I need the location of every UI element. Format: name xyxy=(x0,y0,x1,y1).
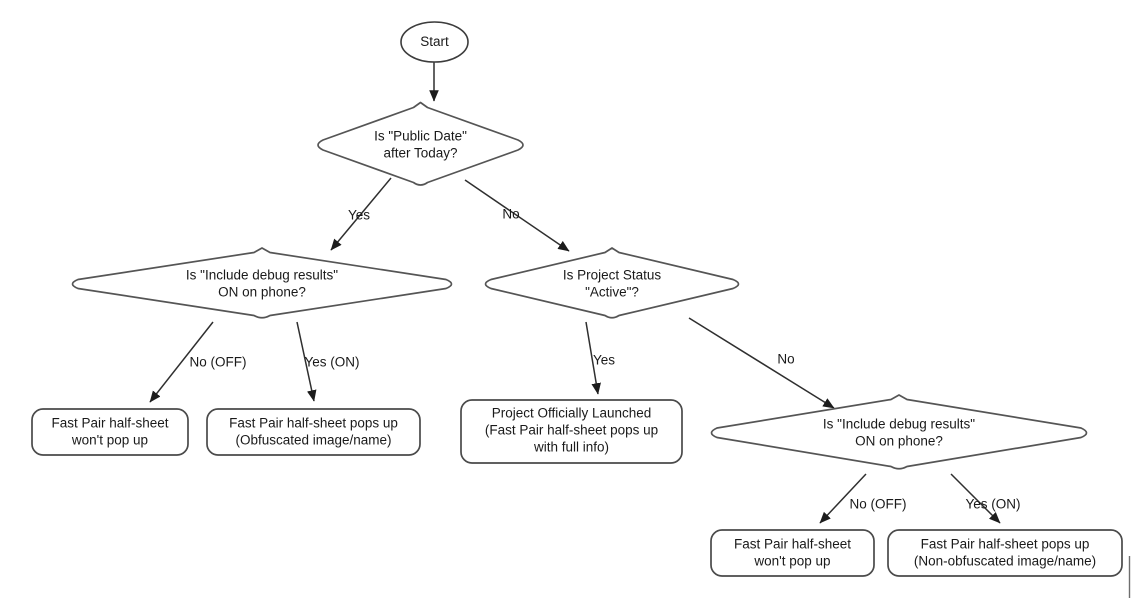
terminal-left-off-box xyxy=(31,408,189,456)
edge-debug-right-off xyxy=(819,473,867,524)
node-decision-debug-left[interactable]: Is "Include debug results" ON on phone? xyxy=(71,247,453,319)
terminal-left-on-line1: Fast Pair half-sheet pops up xyxy=(229,416,398,431)
node-start[interactable]: Start xyxy=(400,21,469,63)
decision-project-status-line2: "Active"? xyxy=(585,285,639,300)
decision-debug-right-line1: Is "Include debug results" xyxy=(823,417,975,432)
node-decision-public-date[interactable]: Is "Public Date" after Today? xyxy=(317,101,524,186)
terminal-right-on-line1: Fast Pair half-sheet pops up xyxy=(921,537,1090,552)
decision-project-status-diamond xyxy=(484,247,740,319)
node-terminal-left-off[interactable]: Fast Pair half-sheet won't pop up xyxy=(31,408,189,456)
terminal-right-off-line2: won't pop up xyxy=(753,554,830,569)
start-ellipse xyxy=(400,21,469,63)
edge-label-project-status-yes: Yes xyxy=(593,353,615,368)
node-terminal-left-on[interactable]: Fast Pair half-sheet pops up (Obfuscated… xyxy=(206,408,421,456)
terminal-left-off-line1: Fast Pair half-sheet xyxy=(51,416,168,431)
node-decision-debug-right[interactable]: Is "Include debug results" ON on phone? xyxy=(710,394,1088,470)
terminal-right-off-box xyxy=(710,529,875,577)
edge-project-status-no xyxy=(688,317,835,409)
decision-public-date-diamond xyxy=(317,101,524,186)
edge-label-debug-right-off: No (OFF) xyxy=(850,497,907,512)
terminal-right-off-line1: Fast Pair half-sheet xyxy=(734,537,851,552)
edge-label-debug-left-off: No (OFF) xyxy=(190,355,247,370)
decision-debug-left-diamond xyxy=(71,247,453,319)
decision-public-date-line2: after Today? xyxy=(383,146,457,161)
start-label: Start xyxy=(420,34,449,49)
decision-debug-left-line2: ON on phone? xyxy=(218,285,306,300)
node-decision-project-status[interactable]: Is Project Status "Active"? xyxy=(484,247,740,319)
edge-debug-right-on xyxy=(950,473,1001,524)
edge-public-date-yes xyxy=(330,177,392,251)
edge-label-debug-right-on: Yes (ON) xyxy=(965,497,1020,512)
edge-label-public-date-no: No xyxy=(502,207,519,222)
decision-debug-left-line1: Is "Include debug results" xyxy=(186,268,338,283)
node-terminal-right-on[interactable]: Fast Pair half-sheet pops up (Non-obfusc… xyxy=(887,529,1123,577)
edge-label-public-date-yes: Yes xyxy=(348,208,370,223)
terminal-right-on-box xyxy=(887,529,1123,577)
terminal-right-on-line2: (Non-obfuscated image/name) xyxy=(914,554,1096,569)
connector-layer xyxy=(149,62,1131,598)
terminal-launched-box xyxy=(460,399,683,464)
decision-public-date-line1: Is "Public Date" xyxy=(374,129,467,144)
edge-label-debug-left-on: Yes (ON) xyxy=(304,355,359,370)
edge-project-status-yes xyxy=(585,321,601,395)
edge-label-project-status-no: No xyxy=(777,352,794,367)
decision-project-status-line1: Is Project Status xyxy=(563,268,662,283)
terminal-launched-line2: (Fast Pair half-sheet pops up xyxy=(485,423,658,438)
edge-label-layer: Yes No No (OFF) Yes (ON) Yes No No (OFF)… xyxy=(190,207,1021,512)
edge-public-date-no xyxy=(464,179,570,252)
decision-debug-right-line2: ON on phone? xyxy=(855,434,943,449)
terminal-left-on-box xyxy=(206,408,421,456)
node-terminal-launched[interactable]: Project Officially Launched (Fast Pair h… xyxy=(460,399,683,464)
edge-debug-left-off xyxy=(149,321,214,403)
terminal-left-off-line2: won't pop up xyxy=(71,433,148,448)
decision-debug-right-diamond xyxy=(710,394,1088,470)
node-terminal-right-off[interactable]: Fast Pair half-sheet won't pop up xyxy=(710,529,875,577)
terminal-launched-line3: with full info) xyxy=(533,440,609,455)
edge-debug-left-on xyxy=(296,321,317,402)
terminal-launched-line1: Project Officially Launched xyxy=(492,406,652,421)
terminal-left-on-line2: (Obfuscated image/name) xyxy=(235,433,391,448)
